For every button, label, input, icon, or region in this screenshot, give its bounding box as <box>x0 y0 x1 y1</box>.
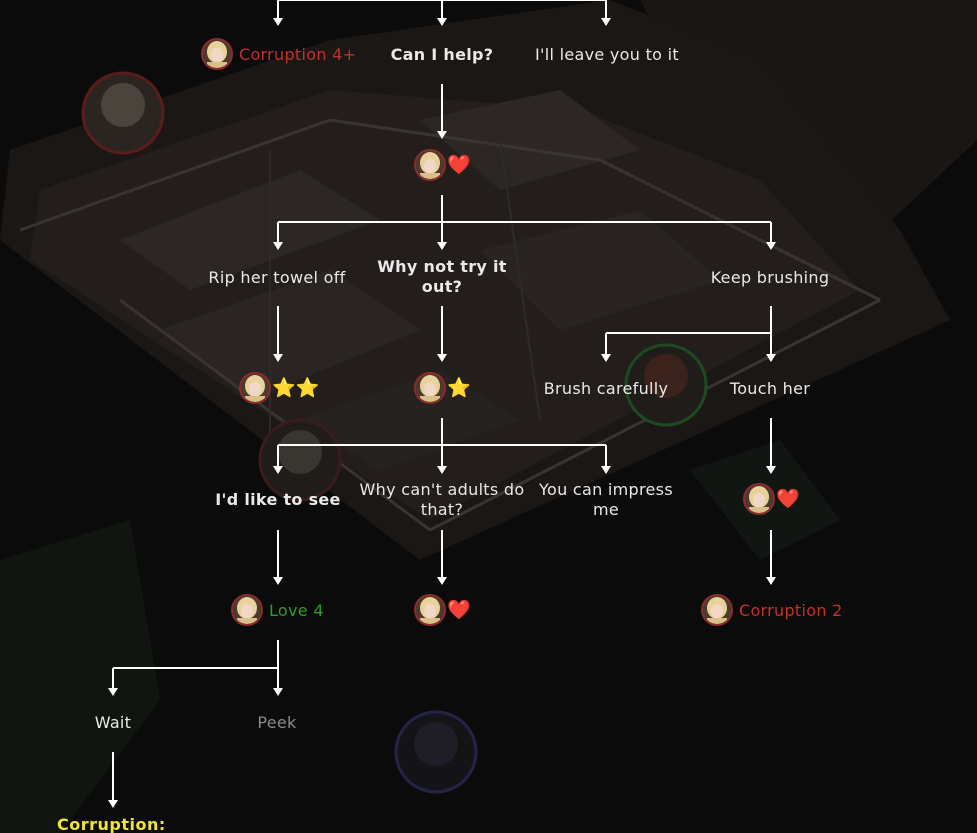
avatar-blonde-girl-icon <box>201 38 233 70</box>
option-id-like-to-see[interactable]: I'd like to see <box>215 490 341 509</box>
avatar-blonde-girl-icon <box>414 594 446 626</box>
option-brush-carefully[interactable]: Brush carefully <box>543 379 669 398</box>
option-why-not-try[interactable]: Why not try it out? <box>377 257 507 296</box>
option-keep-brushing[interactable]: Keep brushing <box>710 268 830 287</box>
option-peek-locked: Peek <box>257 713 297 732</box>
heart-icon: ❤️ <box>447 599 471 621</box>
star-icon: ⭐ <box>447 377 471 399</box>
result-heart-3: ❤️ <box>414 593 471 627</box>
option-touch-her[interactable]: Touch her <box>729 379 811 398</box>
love-requirement-label: Love 4 <box>269 600 324 620</box>
avatar-blonde-girl-icon <box>414 372 446 404</box>
corruption-requirement-label: Corruption 2 <box>739 600 843 620</box>
result-corruption-4: Corruption 4+ <box>201 37 356 71</box>
result-love-4: Love 4 <box>231 593 324 627</box>
option-you-can-impress[interactable]: You can impress me <box>539 480 673 519</box>
option-wait[interactable]: Wait <box>94 713 132 732</box>
avatar-blonde-girl-icon <box>414 149 446 181</box>
avatar-blonde-girl-icon <box>231 594 263 626</box>
option-rip-towel[interactable]: Rip her towel off <box>208 268 346 287</box>
result-heart-1: ❤️ <box>414 148 471 182</box>
heart-icon: ❤️ <box>447 154 471 176</box>
result-corruption-2: Corruption 2 <box>701 593 843 627</box>
result-one-star: ⭐ <box>414 371 471 405</box>
heart-icon: ❤️ <box>776 488 800 510</box>
avatar-blonde-girl-icon <box>743 483 775 515</box>
star-icon: ⭐⭐ <box>272 377 320 399</box>
result-two-stars: ⭐⭐ <box>239 371 319 405</box>
corruption-footer-label: Corruption: <box>57 815 166 833</box>
corruption-requirement-label: Corruption 4+ <box>239 44 357 64</box>
avatar-blonde-girl-icon <box>239 372 271 404</box>
result-heart-2: ❤️ <box>743 482 800 516</box>
option-why-cant-adults[interactable]: Why can't adults do that? <box>359 480 525 519</box>
option-leave-you-to-it[interactable]: I'll leave you to it <box>535 45 679 64</box>
option-can-i-help[interactable]: Can I help? <box>390 45 494 64</box>
avatar-blonde-girl-icon <box>701 594 733 626</box>
